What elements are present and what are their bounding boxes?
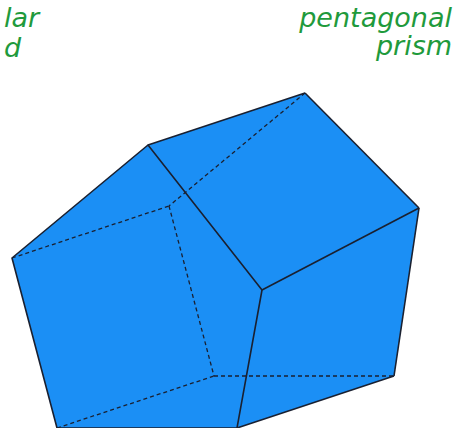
handwritten-label: lar: [4, 4, 84, 32]
handwritten-label: d: [4, 34, 64, 62]
handwritten-label: pentagonal prism: [292, 4, 452, 60]
